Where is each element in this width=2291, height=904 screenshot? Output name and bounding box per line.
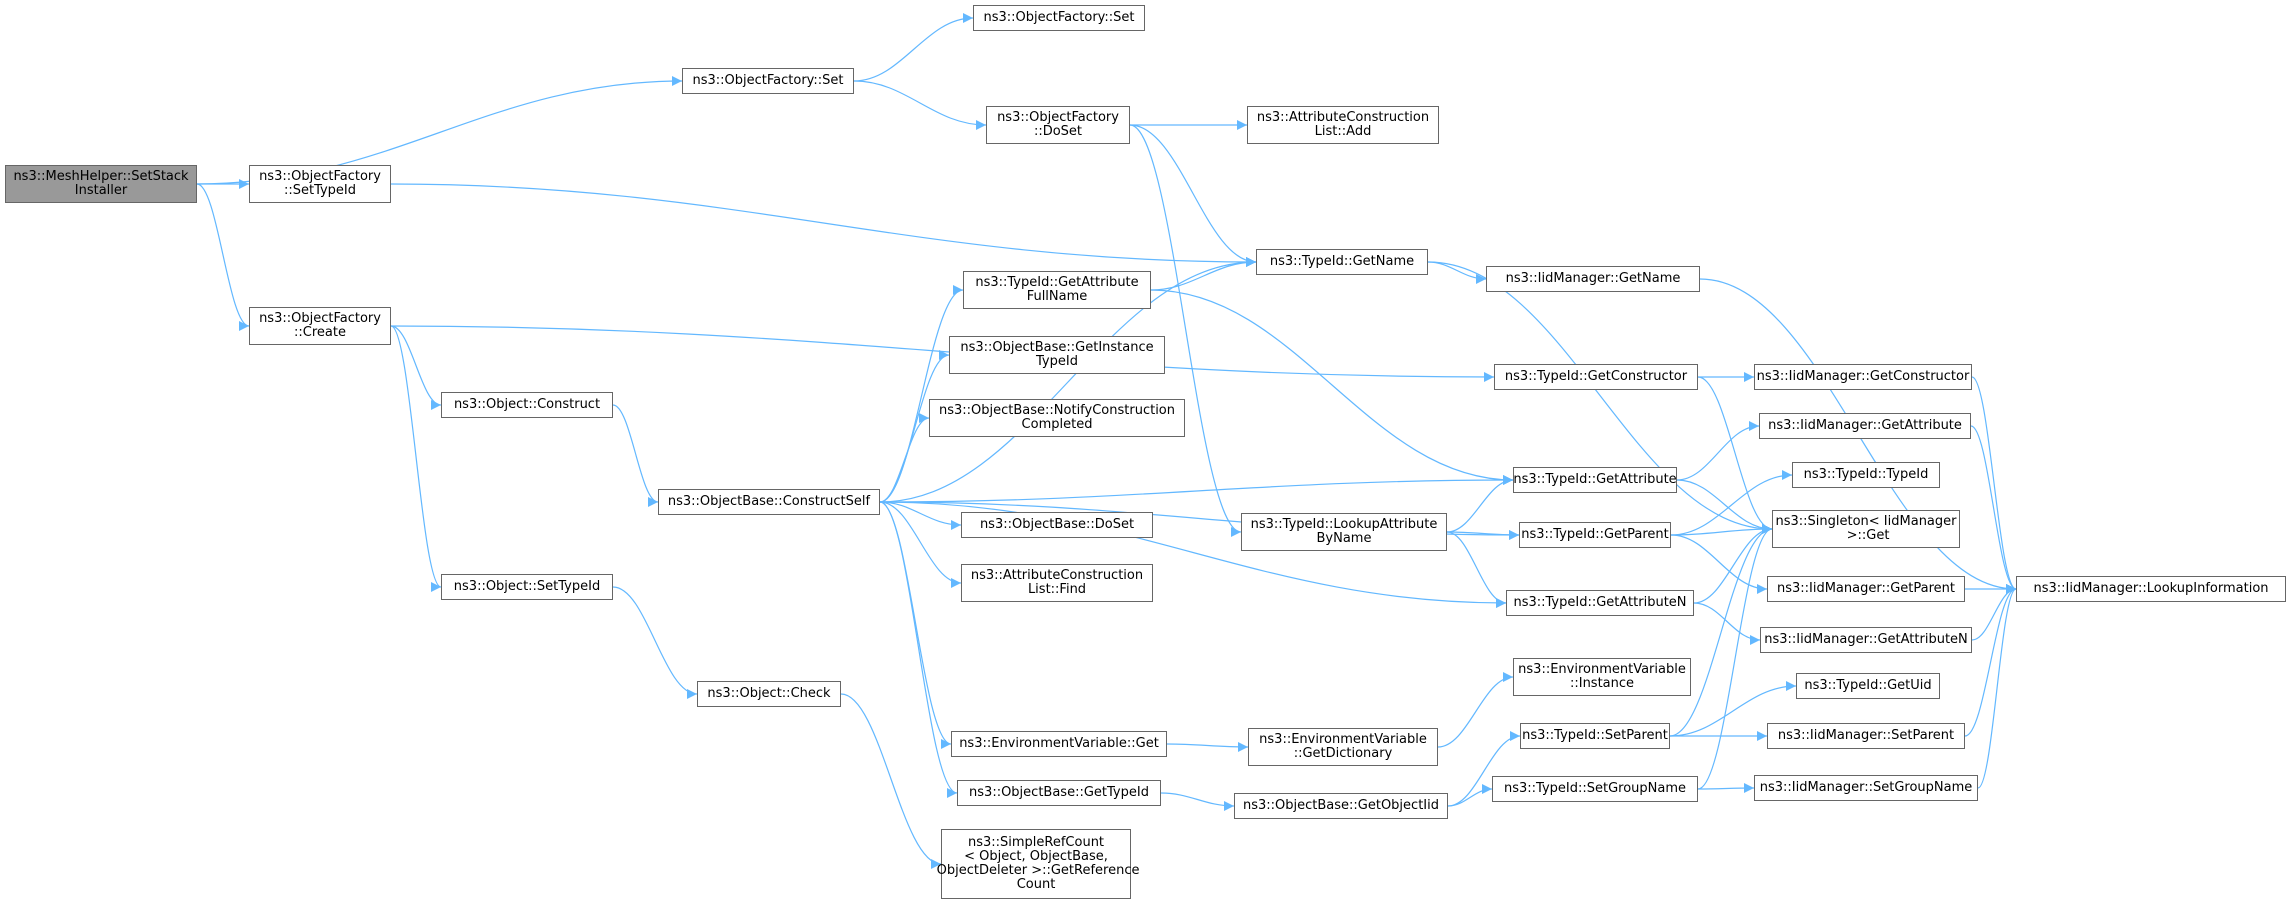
node-meshhelper-setstackinstaller: ns3::MeshHelper::SetStack Installer: [5, 165, 197, 203]
node-objectfactory-create[interactable]: ns3::ObjectFactory ::Create: [249, 307, 391, 345]
node-objectbase-getinstancetypeid[interactable]: ns3::ObjectBase::GetInstance TypeId: [949, 336, 1165, 374]
edge-n0-to-n6: [196, 183, 250, 331]
node-typeid-getattribute[interactable]: ns3::TypeId::GetAttribute: [1513, 467, 1677, 493]
node-objectbase-gettypeid[interactable]: ns3::ObjectBase::GetTypeId: [957, 780, 1161, 806]
node-attributeconstructionlist-add[interactable]: ns3::AttributeConstruction List::Add: [1247, 106, 1439, 144]
edge-n38-to-n39: [1697, 783, 1755, 794]
node-typeid-typeid[interactable]: ns3::TypeId::TypeId: [1792, 462, 1940, 488]
node-objectbase-constructself[interactable]: ns3::ObjectBase::ConstructSelf: [658, 489, 880, 515]
edge-n6-to-n26: [390, 325, 442, 592]
edge-n13-to-n11: [879, 413, 930, 503]
edge-n21-to-n19: [1446, 475, 1514, 533]
edge-n9-to-n19: [1150, 289, 1514, 485]
edge-n5-to-n7: [390, 183, 1257, 267]
edge-n34-to-n31: [1669, 681, 1797, 737]
edge-n21-to-n27: [1446, 531, 1507, 608]
edge-n32-to-n33: [1166, 741, 1249, 752]
node-iidmanager-getparent[interactable]: ns3::IidManager::GetParent: [1767, 576, 1965, 602]
edge-n2-to-n1: [853, 13, 974, 82]
edge-n18-to-n25: [1970, 425, 2017, 594]
edge-n6-to-n16: [390, 325, 1495, 382]
node-attributeconstructionlist-find[interactable]: ns3::AttributeConstruction List::Find: [961, 564, 1153, 602]
node-environmentvariable-getdictionary[interactable]: ns3::EnvironmentVariable ::GetDictionary: [1248, 728, 1438, 766]
node-typeid-getattributefullname[interactable]: ns3::TypeId::GetAttribute FullName: [963, 271, 1151, 309]
edge-n13-to-n32: [879, 501, 952, 749]
node-objectbase-notifyconstructioncompleted[interactable]: ns3::ObjectBase::NotifyConstruction Comp…: [929, 399, 1185, 437]
node-iidmanager-getattributen[interactable]: ns3::IidManager::GetAttributeN: [1760, 627, 1972, 653]
edge-n13-to-n27: [879, 501, 1507, 608]
edge-n13-to-n36: [879, 501, 958, 798]
edge-n35-to-n25: [1964, 584, 2017, 737]
edge-n22-to-n23: [1670, 524, 1773, 536]
edge-n2-to-n3: [853, 80, 987, 130]
node-typeid-getconstructor[interactable]: ns3::TypeId::GetConstructor: [1494, 364, 1698, 390]
node-typeid-getattributen[interactable]: ns3::TypeId::GetAttributeN: [1506, 590, 1694, 616]
edge-n37-to-n34: [1447, 731, 1521, 807]
edge-n28-to-n25: [1971, 584, 2017, 641]
edge-n19-to-n18: [1676, 421, 1760, 481]
edge-n13-to-n15: [879, 501, 962, 588]
edge-n34-to-n23: [1669, 524, 1773, 737]
edge-n38-to-n23: [1697, 524, 1773, 790]
edge-n22-to-n24: [1670, 534, 1768, 594]
node-objectfactory-doset[interactable]: ns3::ObjectFactory ::DoSet: [986, 106, 1130, 144]
edge-n7-to-n8: [1427, 261, 1487, 284]
node-typeid-setgroupname[interactable]: ns3::TypeId::SetGroupName: [1492, 776, 1698, 802]
node-iidmanager-getconstructor[interactable]: ns3::IidManager::GetConstructor: [1754, 364, 1972, 390]
node-iidmanager-getattribute[interactable]: ns3::IidManager::GetAttribute: [1759, 413, 1971, 439]
edge-n27-to-n28: [1693, 602, 1761, 645]
node-simplerefcount-getreferencecount[interactable]: ns3::SimpleRefCount < Object, ObjectBase…: [937, 829, 1139, 899]
edge-n22-to-n20: [1670, 470, 1793, 536]
node-environmentvariable-instance[interactable]: ns3::EnvironmentVariable ::Instance: [1513, 658, 1691, 696]
node-objectbase-getobjectiid[interactable]: ns3::ObjectBase::GetObjectIid: [1234, 793, 1448, 819]
node-objectfactory-settypeid[interactable]: ns3::ObjectFactory ::SetTypeId: [249, 165, 391, 203]
node-object-construct[interactable]: ns3::Object::Construct: [441, 392, 613, 418]
edge-n36-to-n37: [1160, 792, 1235, 811]
edge-n6-to-n12: [390, 325, 442, 410]
edge-n13-to-n7: [879, 257, 1257, 503]
node-iidmanager-getname[interactable]: ns3::IidManager::GetName: [1486, 266, 1700, 292]
node-objectfactory-set-2[interactable]: ns3::ObjectFactory::Set: [973, 5, 1145, 31]
edge-n26-to-n30: [612, 586, 698, 699]
node-typeid-getuid[interactable]: ns3::TypeId::GetUid: [1796, 673, 1940, 699]
edge-n3-to-n7: [1129, 124, 1257, 267]
edge-n37-to-n38: [1447, 784, 1493, 807]
node-environmentvariable-get[interactable]: ns3::EnvironmentVariable::Get: [951, 731, 1167, 757]
edge-n13-to-n19: [879, 475, 1514, 503]
edge-n9-to-n7: [1150, 257, 1257, 291]
edge-n3-to-n21: [1129, 124, 1242, 537]
edge-n19-to-n23: [1676, 479, 1773, 534]
edge-n13-to-n9: [879, 285, 964, 503]
node-typeid-getname[interactable]: ns3::TypeId::GetName: [1256, 249, 1428, 275]
node-typeid-lookupattributebyname[interactable]: ns3::TypeId::LookupAttribute ByName: [1241, 513, 1447, 551]
edge-n33-to-n29: [1437, 672, 1514, 748]
edge-n21-to-n22: [1446, 529, 1520, 540]
edge-n12-to-n13: [612, 404, 659, 507]
edge-n30-to-n40: [840, 693, 942, 869]
node-typeid-getparent[interactable]: ns3::TypeId::GetParent: [1519, 522, 1671, 548]
node-singleton-iidmanager-get[interactable]: ns3::Singleton< IidManager >::Get: [1772, 510, 1960, 548]
node-iidmanager-setgroupname[interactable]: ns3::IidManager::SetGroupName: [1754, 775, 1978, 801]
node-typeid-setparent[interactable]: ns3::TypeId::SetParent: [1520, 723, 1670, 749]
edge-n16-to-n23: [1697, 376, 1773, 534]
node-iidmanager-setparent[interactable]: ns3::IidManager::SetParent: [1767, 723, 1965, 749]
edge-n17-to-n25: [1971, 376, 2017, 594]
edge-n39-to-n25: [1977, 584, 2017, 789]
node-objectfactory-set-1[interactable]: ns3::ObjectFactory::Set: [682, 68, 854, 94]
node-object-settypeid[interactable]: ns3::Object::SetTypeId: [441, 574, 613, 600]
node-iidmanager-lookupinformation[interactable]: ns3::IidManager::LookupInformation: [2016, 576, 2286, 602]
node-object-check[interactable]: ns3::Object::Check: [697, 681, 841, 707]
node-objectbase-doset[interactable]: ns3::ObjectBase::DoSet: [961, 512, 1153, 538]
